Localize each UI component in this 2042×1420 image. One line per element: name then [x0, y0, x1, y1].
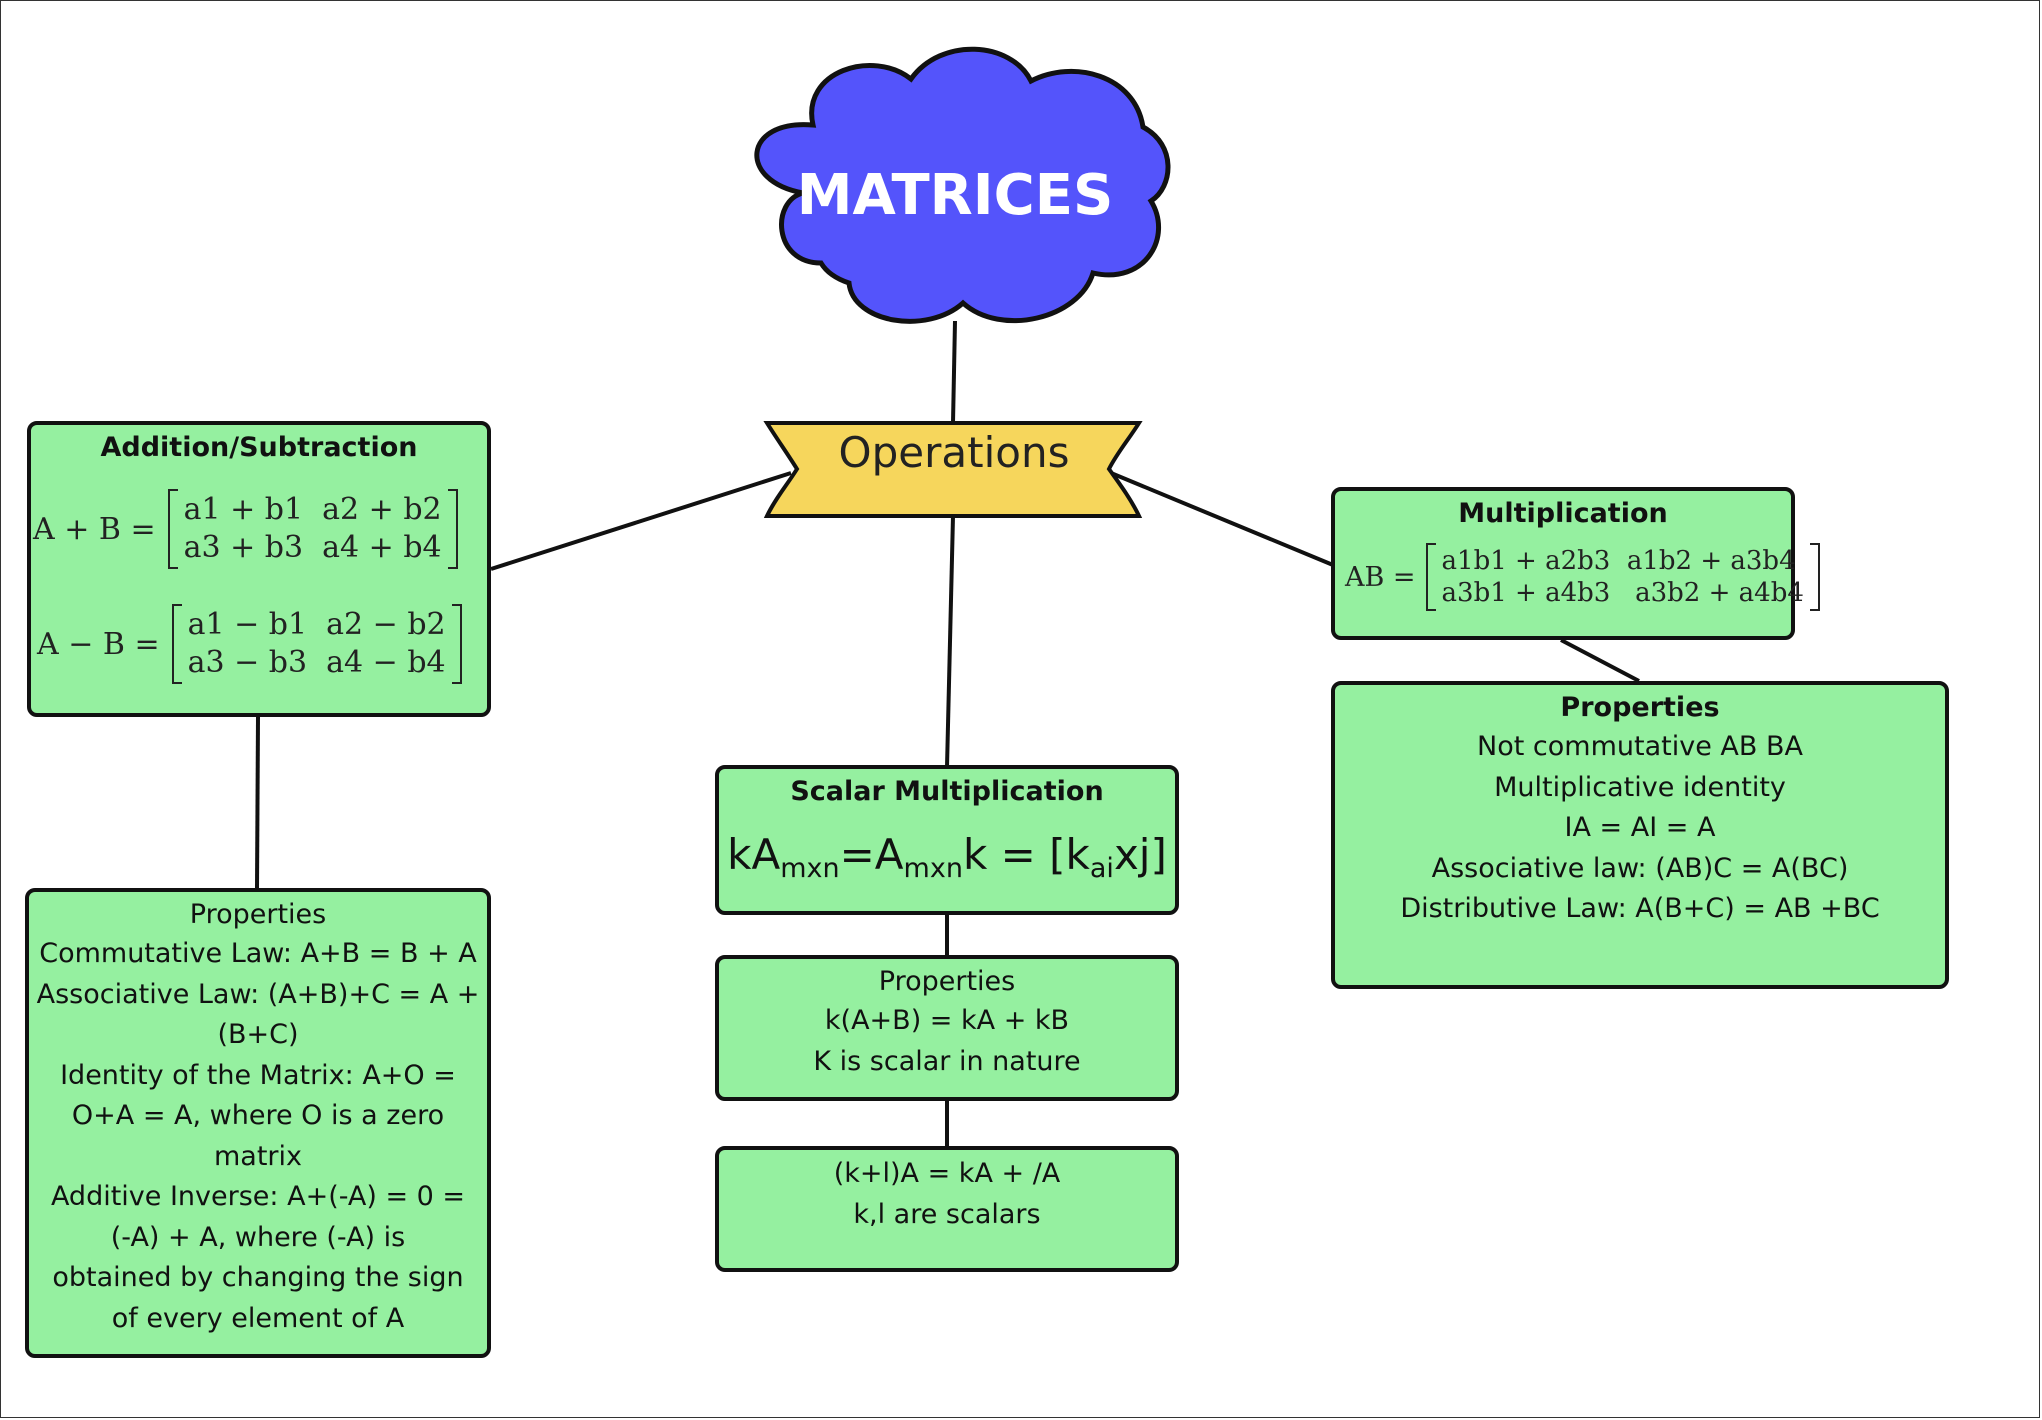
scalar-formula-part: kA	[727, 830, 781, 879]
addition-property-line: O+A = A, where O is a zero	[71, 1100, 445, 1131]
multiplication-property-line: Distributive Law: A(B+C) = AB +BC	[1400, 893, 1880, 924]
difference-row-2: a3 − b3 a4 − b4	[187, 645, 446, 680]
multiplication-lhs: AB =	[1345, 561, 1416, 593]
multiplication-heading: Multiplication	[1458, 498, 1668, 529]
addition-property-line: (-A) + A, where (-A) is	[110, 1221, 406, 1253]
connector-operations-multiplication	[1110, 471, 1334, 567]
scalar-formula-subscript: mxn	[903, 853, 963, 884]
multiplication-box: Multiplication	[1331, 487, 1795, 640]
addition-properties-heading: Properties	[189, 899, 327, 930]
scalar-formula-part: k = [k	[962, 830, 1090, 879]
multiplication-properties-box: Properties Not commutative AB BA Multipl…	[1331, 681, 1949, 989]
difference-equation: A − B = a1 − b1 a2 − b2 a3 − b3 a4 − b4	[37, 604, 462, 684]
scalar-formula-part: =A	[839, 830, 904, 879]
scalar-properties-heading: Properties	[878, 966, 1016, 997]
scalar-property-line: K is scalar in nature	[813, 1045, 1081, 1077]
addition-property-line: (B+C)	[217, 1019, 299, 1050]
scalar-formula-subscript: mxn	[780, 853, 840, 884]
multiplication-property-line: Not commutative AB BA	[1477, 731, 1803, 762]
sum-row-1: a1 + b1 a2 + b2	[183, 492, 442, 527]
matrix-left-bracket	[171, 604, 182, 684]
multiplication-row-2: a3b1 + a4b3 a3b2 + a4b4	[1441, 578, 1804, 608]
scalar-formula: kAmxn=Amxnk = [kaixj]	[719, 825, 1175, 899]
addition-property-line: Associative Law: (A+B)+C = A +	[36, 978, 480, 1010]
matrix-left-bracket	[1425, 543, 1436, 611]
scalar-formula-subscript: ai	[1089, 853, 1114, 884]
scalar-properties-box: Properties k(A+B) = kA + kB K is scalar …	[715, 955, 1179, 1101]
sum-equation: A + B = a1 + b1 a2 + b2 a3 + b3 a4 + b4	[33, 489, 458, 569]
addition-property-line: Identity of the Matrix: A+O =	[60, 1059, 456, 1091]
connector-addition-properties	[255, 716, 260, 889]
sum-lhs: A + B =	[33, 511, 156, 547]
multiplication-property-line: Multiplicative identity	[1494, 771, 1786, 803]
sum-matrix: a1 + b1 a2 + b2 a3 + b3 a4 + b4	[167, 489, 458, 569]
scalar-extra-line: k,l are scalars	[853, 1198, 1041, 1230]
title-matrices: MATRICES	[796, 163, 1114, 228]
connector-multiplication-properties	[1560, 638, 1640, 683]
addition-property-line: obtained by changing the sign	[52, 1262, 464, 1293]
scalar-property-line: k(A+B) = kA + kB	[824, 1005, 1070, 1036]
scalar-formula-part: xj]	[1113, 830, 1167, 879]
matrix-right-bracket	[1809, 543, 1820, 611]
connector-operations-scalar	[945, 515, 955, 768]
matrix-right-bracket	[451, 604, 462, 684]
addition-property-line: of every element of A	[111, 1302, 405, 1334]
matrix-right-bracket	[447, 489, 458, 569]
operations-label: Operations	[838, 428, 1070, 477]
matrix-left-bracket	[167, 489, 178, 569]
multiplication-property-line: IA = AI = A	[1564, 812, 1716, 843]
difference-matrix: a1 − b1 a2 − b2 a3 − b3 a4 − b4	[171, 604, 462, 684]
scalar-distributive-box: (k+l)A = kA + /A k,l are scalars	[715, 1146, 1179, 1272]
difference-row-1: a1 − b1 a2 − b2	[187, 607, 446, 642]
title-cloud	[754, 46, 1171, 324]
connector-operations-addition	[490, 471, 792, 571]
multiplication-matrix: a1b1 + a2b3 a1b2 + a3b4 a3b1 + a4b3 a3b2…	[1425, 543, 1820, 611]
addition-properties-box: Properties Commutative Law: A+B = B + A …	[25, 888, 491, 1358]
sum-row-2: a3 + b3 a4 + b4	[183, 530, 442, 565]
multiplication-equation: AB = a1b1 + a2b3 a1b2 + a3b4 a3b1 + a4b3…	[1345, 543, 1820, 611]
difference-lhs: A − B =	[37, 626, 160, 662]
operations-banner	[763, 421, 1143, 518]
scalar-heading: Scalar Multiplication	[790, 776, 1104, 807]
addition-property-line: matrix	[213, 1140, 302, 1172]
scalar-extra-line: (k+l)A = kA + /A	[833, 1158, 1061, 1189]
multiplication-property-line: Associative law: (AB)C = A(BC)	[1431, 852, 1849, 884]
multiplication-row-1: a1b1 + a2b3 a1b2 + a3b4	[1441, 546, 1796, 576]
scalar-multiplication-box: Scalar Multiplication kAmxn=Amxnk = [kai…	[715, 765, 1179, 915]
addition-property-line: Commutative Law: A+B = B + A	[39, 938, 477, 969]
addition-property-line: Additive Inverse: A+(-A) = 0 =	[50, 1181, 466, 1212]
multiplication-properties-heading: Properties	[1560, 692, 1720, 723]
addition-subtraction-box: Addition/Subtraction	[27, 421, 491, 717]
connector-cloud-operations	[951, 320, 957, 424]
addition-heading: Addition/Subtraction	[100, 432, 418, 463]
